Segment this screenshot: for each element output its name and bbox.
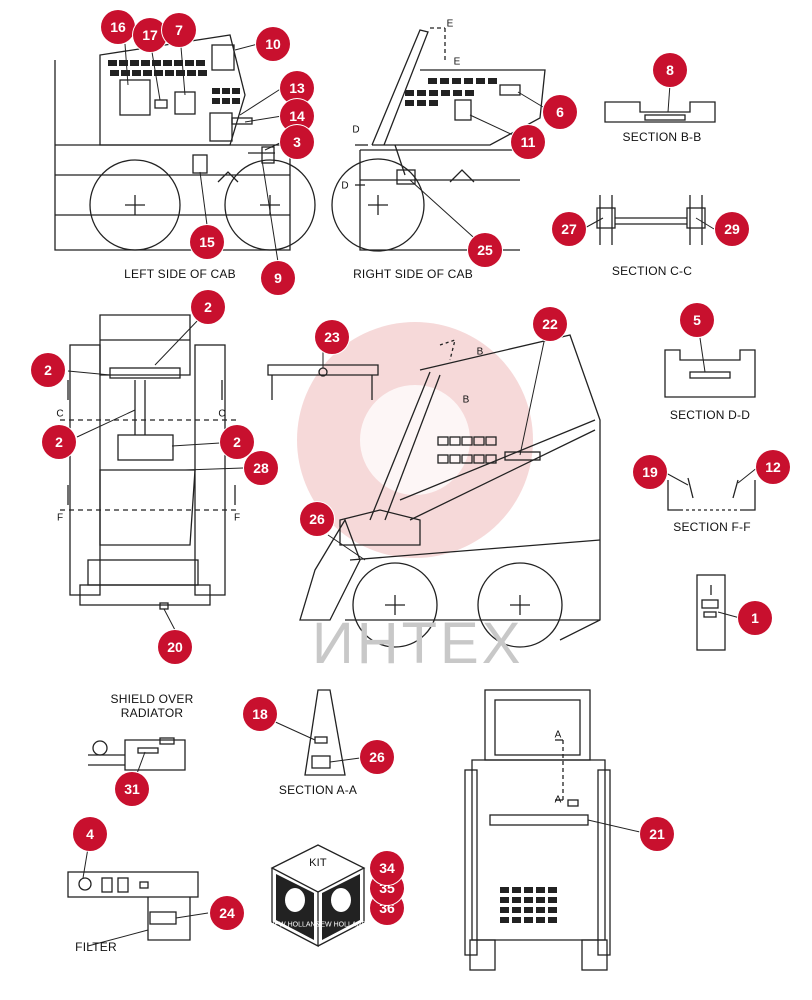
section-dd-drawing xyxy=(664,349,756,398)
callout-marker-4: 4 xyxy=(73,817,107,851)
section-letter-e-bottom: E xyxy=(453,56,461,68)
rear-grille xyxy=(500,887,557,923)
part1-detail xyxy=(696,574,726,651)
top-view xyxy=(60,314,240,610)
callout-marker-2-a: 2 xyxy=(191,290,225,324)
callout-marker-23: 23 xyxy=(315,320,349,354)
section-letter-a-bottom: A xyxy=(554,794,562,806)
callout-marker-10: 10 xyxy=(256,27,290,61)
section-ff-drawing xyxy=(667,477,756,511)
callout-marker-16: 16 xyxy=(101,10,135,44)
callout-marker-1: 1 xyxy=(738,601,772,635)
callout-marker-3: 3 xyxy=(280,125,314,159)
filter-drawing xyxy=(67,871,199,941)
section-bb-drawing xyxy=(604,101,716,123)
callout-marker-18: 18 xyxy=(243,697,277,731)
radiator-label: RADIATOR xyxy=(120,706,184,720)
watermark-text: ИНТЕХ xyxy=(312,611,524,676)
callout-marker-7: 7 xyxy=(162,13,196,47)
callout-marker-5: 5 xyxy=(680,303,714,337)
callout-marker-22: 22 xyxy=(533,307,567,341)
callout-marker-31: 31 xyxy=(115,772,149,806)
callout-marker-26-a: 26 xyxy=(300,502,334,536)
section-aa-drawing xyxy=(304,689,346,776)
section-letter-b-top: B xyxy=(476,346,484,358)
callout-marker-21: 21 xyxy=(640,817,674,851)
section-letter-c-right: C xyxy=(218,408,226,420)
left-cab-keypad xyxy=(108,60,240,104)
filter-label: FILTER xyxy=(75,940,117,954)
callout-marker-8: 8 xyxy=(653,53,687,87)
callout-marker-6: 6 xyxy=(543,95,577,129)
kit-box-drawing xyxy=(270,844,366,948)
section-letter-e-top: E xyxy=(446,18,454,30)
section-letter-f-left: F xyxy=(56,512,64,524)
section-letter-f-right: F xyxy=(233,512,241,524)
section-cc-drawing xyxy=(596,195,706,245)
callout-marker-13: 13 xyxy=(280,71,314,105)
callout-marker-20: 20 xyxy=(158,630,192,664)
left-side-of-cab xyxy=(54,34,316,251)
section-bb-label: SECTION B-B xyxy=(622,130,702,144)
callout-marker-28: 28 xyxy=(244,451,278,485)
section-ff-label: SECTION F-F xyxy=(673,520,751,534)
callout-marker-27: 27 xyxy=(552,212,586,246)
callout-marker-34: 34 xyxy=(370,851,404,885)
callout-marker-19: 19 xyxy=(633,455,667,489)
callout-marker-15: 15 xyxy=(190,225,224,259)
section-dd-label: SECTION D-D xyxy=(669,408,751,422)
left-side-of-cab-label: LEFT SIDE OF CAB xyxy=(124,267,236,281)
right-side-of-cab xyxy=(331,27,546,252)
callout-marker-9: 9 xyxy=(261,261,295,295)
new-holland-logo-icons xyxy=(285,888,351,912)
callout-marker-24: 24 xyxy=(210,896,244,930)
callout-marker-2-b: 2 xyxy=(31,353,65,387)
callout-marker-11: 11 xyxy=(511,125,545,159)
kit-label: KIT xyxy=(309,857,327,869)
section-letter-c-left: C xyxy=(56,408,64,420)
shield-over-label: SHIELD OVER xyxy=(110,692,194,706)
callout-marker-12: 12 xyxy=(756,450,790,484)
section-cc-label: SECTION C-C xyxy=(611,264,693,278)
section-letter-b-bottom: B xyxy=(462,394,470,406)
right-cab-keypad xyxy=(405,78,497,106)
callout-marker-2-d: 2 xyxy=(220,425,254,459)
machine-side-view xyxy=(267,334,601,648)
shield-over-radiator-drawing xyxy=(88,737,186,771)
section-aa-label: SECTION A-A xyxy=(278,783,358,797)
section-letter-d-top: D xyxy=(352,124,360,136)
section-letter-d-bottom: D xyxy=(341,180,349,192)
callout-marker-17: 17 xyxy=(133,18,167,52)
right-side-of-cab-label: RIGHT SIDE OF CAB xyxy=(353,267,473,281)
section-letter-a-top: A xyxy=(554,729,562,741)
callout-marker-25: 25 xyxy=(468,233,502,267)
callout-marker-29: 29 xyxy=(715,212,749,246)
brand-label-right: NEW HOLLAND xyxy=(315,921,367,929)
rear-view xyxy=(464,689,611,971)
callout-marker-2-c: 2 xyxy=(42,425,76,459)
callout-marker-26-b: 26 xyxy=(360,740,394,774)
brand-label-left: NEW HOLLAND xyxy=(269,921,321,929)
